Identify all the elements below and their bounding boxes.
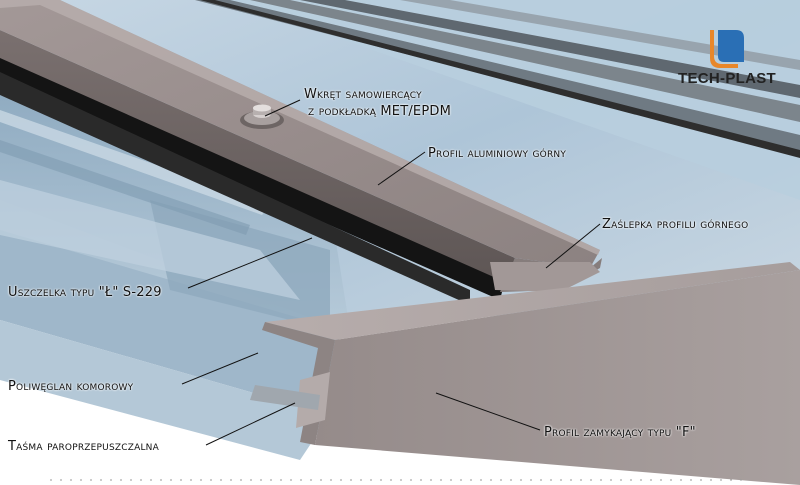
distant-profiles xyxy=(195,0,800,158)
label-gasket: Uszczelka typu "Ł" S-229 xyxy=(8,285,162,300)
screw-with-washer xyxy=(240,104,284,129)
tech-plast-logo-icon xyxy=(710,30,744,68)
label-polycarbonate: Poliwęglan komorowy xyxy=(8,379,134,394)
tech-plast-logo: TECH-PLAST xyxy=(668,26,786,90)
label-top-cap: Zaślepka profilu górnego xyxy=(602,217,749,232)
label-closing-profile: Profil zamykający typu "F" xyxy=(544,425,696,440)
label-vapour-tape: Taśma paroprzepuszczalna xyxy=(8,439,159,454)
label-screw-line1: Wkręt samowiercący xyxy=(304,87,422,102)
label-screw: Wkręt samowiercący z podkładką MET/EPDM xyxy=(304,86,451,120)
label-top-profile: Profil aluminiowy górny xyxy=(428,146,567,161)
logo-text: TECH-PLAST xyxy=(678,70,776,87)
closing-profile-f xyxy=(250,262,800,485)
leader-lines xyxy=(181,99,601,446)
label-screw-line2: z podkładką MET/EPDM xyxy=(308,104,452,119)
